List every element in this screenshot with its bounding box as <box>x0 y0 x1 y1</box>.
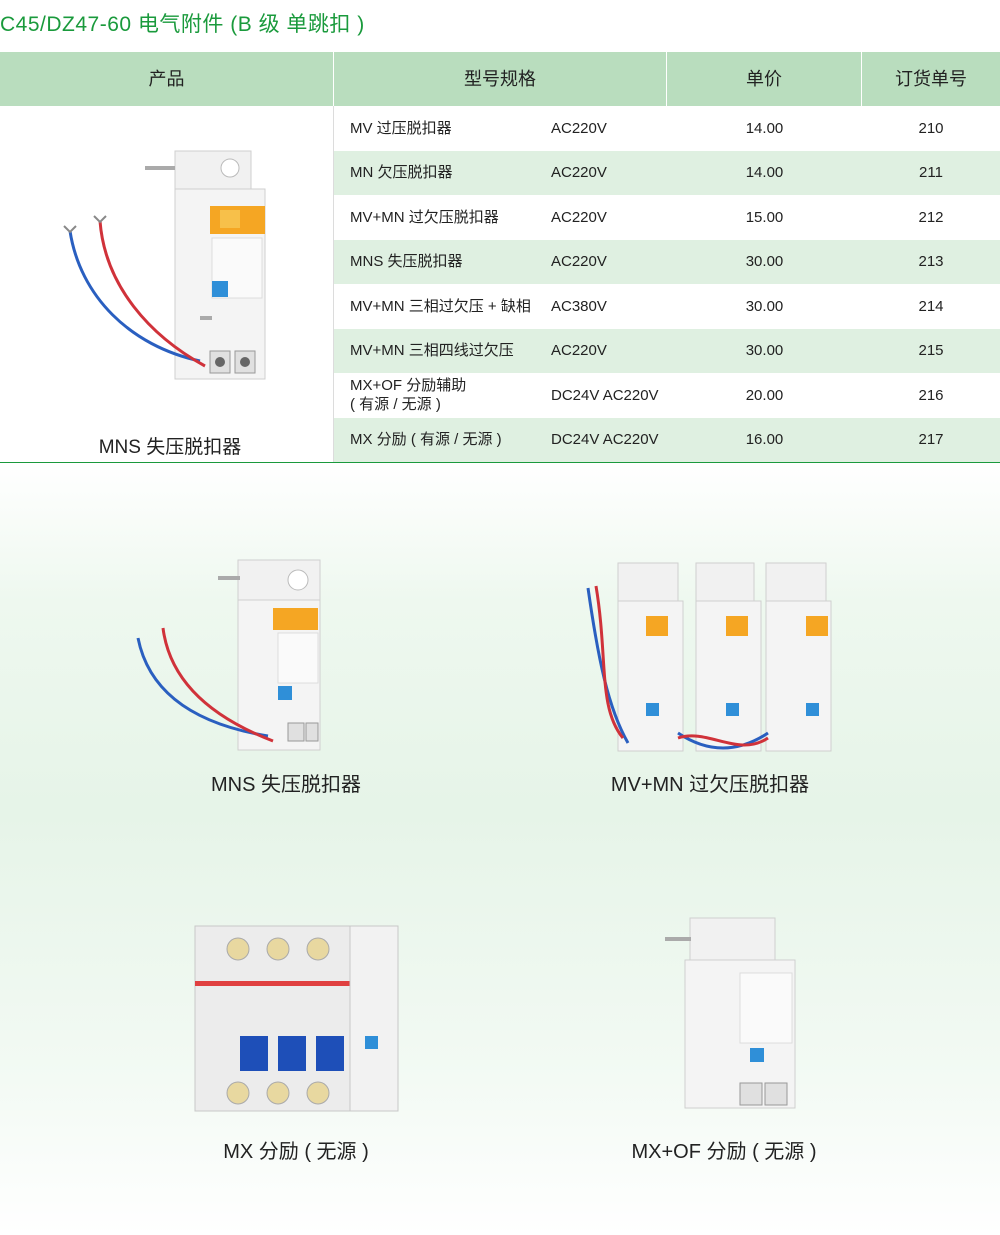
product-name: MNS 失压脱扣器 <box>98 437 242 458</box>
mx-gallery-image <box>194 925 399 1112</box>
row-code: 210 <box>918 119 944 137</box>
table-row: MV+MN 三相四线过欠压 AC220V 30.00 215 <box>334 328 1000 373</box>
caption-mx: MX 分励 ( 无源 ) <box>223 1141 369 1163</box>
page-title: C45/DZ47-60 电气附件 (B 级 单跳扣 ) <box>0 13 365 36</box>
product-cell: MNS 失压脱扣器 <box>0 106 334 462</box>
row-model: MV 过压脱扣器 <box>350 119 452 137</box>
header-model: 型号规格 <box>334 52 667 106</box>
caption-mns: MNS 失压脱扣器 <box>211 774 361 796</box>
table-row: MX 分励 ( 有源 / 无源 ) DC24V AC220V 16.00 217 <box>334 417 1000 462</box>
row-voltage: AC220V <box>551 119 607 137</box>
row-model: MNS 失压脱扣器 <box>350 253 463 271</box>
row-voltage: AC220V <box>551 342 607 360</box>
table-row: MV+MN 过欠压脱扣器 AC220V 15.00 212 <box>334 195 1000 240</box>
row-code: 213 <box>918 253 944 271</box>
row-price: 14.00 <box>745 119 784 137</box>
mx-of-gallery-image <box>665 917 796 1109</box>
row-model: MX 分励 ( 有源 / 无源 ) <box>350 431 502 449</box>
row-code: 211 <box>919 164 943 182</box>
row-voltage: AC220V <box>551 253 607 271</box>
unit-3 <box>765 562 832 752</box>
unit-2 <box>695 562 762 752</box>
row-model-line1: MX+OF 分励辅助 <box>350 377 467 395</box>
row-price: 15.00 <box>745 208 784 226</box>
row-model: MX+OF 分励辅助 ( 有源 / 无源 ) <box>334 376 534 414</box>
mns-gallery-image <box>136 559 321 751</box>
row-voltage: AC380V <box>551 297 607 315</box>
caption-mx-of: MX+OF 分励 ( 无源 ) <box>631 1141 817 1163</box>
table-header: 产品 型号规格 单价 订货单号 <box>0 52 1000 106</box>
row-price: 14.00 <box>745 164 784 182</box>
row-voltage: AC220V <box>551 208 607 226</box>
mv-mn-gallery-image <box>586 562 832 752</box>
row-model-line2: ( 有源 / 无源 ) <box>350 396 441 414</box>
table-row: MN 欠压脱扣器 AC220V 14.00 211 <box>334 150 1000 195</box>
table-body: MNS 失压脱扣器 MV 过压脱扣器 AC220V 14.00 210 MN 欠… <box>0 106 1000 463</box>
spec-rows: MV 过压脱扣器 AC220V 14.00 210 MN 欠压脱扣器 AC220… <box>334 106 1000 462</box>
row-code: 215 <box>918 342 944 360</box>
table-row: MNS 失压脱扣器 AC220V 30.00 213 <box>334 239 1000 284</box>
row-code: 214 <box>918 297 944 315</box>
row-voltage: DC24V AC220V <box>551 431 659 449</box>
caption-mv-mn: MV+MN 过欠压脱扣器 <box>610 774 810 796</box>
row-model: MV+MN 三相四线过欠压 <box>350 342 514 360</box>
row-model: MV+MN 三相过欠压 + 缺相 <box>350 297 531 315</box>
row-code: 217 <box>918 431 944 449</box>
row-price: 16.00 <box>745 431 784 449</box>
row-voltage: AC220V <box>551 164 607 182</box>
row-price: 30.00 <box>745 342 784 360</box>
table-row: MX+OF 分励辅助 ( 有源 / 无源 ) DC24V AC220V 20.0… <box>334 373 1000 418</box>
row-model: MV+MN 过欠压脱扣器 <box>350 208 499 226</box>
mns-release-device-image <box>63 150 266 380</box>
unit-1 <box>617 562 684 752</box>
row-price: 30.00 <box>745 253 784 271</box>
row-model: MN 欠压脱扣器 <box>350 164 453 182</box>
row-price: 20.00 <box>745 386 784 404</box>
product-gallery: MNS 失压脱扣器 MV+MN 过欠压脱扣器 <box>0 463 1000 1235</box>
header-order-code: 订货单号 <box>895 69 967 89</box>
header-price: 单价 <box>667 52 862 106</box>
header-product: 产品 <box>0 52 334 106</box>
table-row: MV+MN 三相过欠压 + 缺相 AC380V 30.00 214 <box>334 284 1000 329</box>
row-price: 30.00 <box>745 297 784 315</box>
spec-table: 产品 型号规格 单价 订货单号 <box>0 52 1000 463</box>
row-code: 212 <box>918 208 944 226</box>
row-voltage: DC24V AC220V <box>551 386 659 404</box>
table-row: MV 过压脱扣器 AC220V 14.00 210 <box>334 106 1000 151</box>
row-code: 216 <box>918 386 944 404</box>
